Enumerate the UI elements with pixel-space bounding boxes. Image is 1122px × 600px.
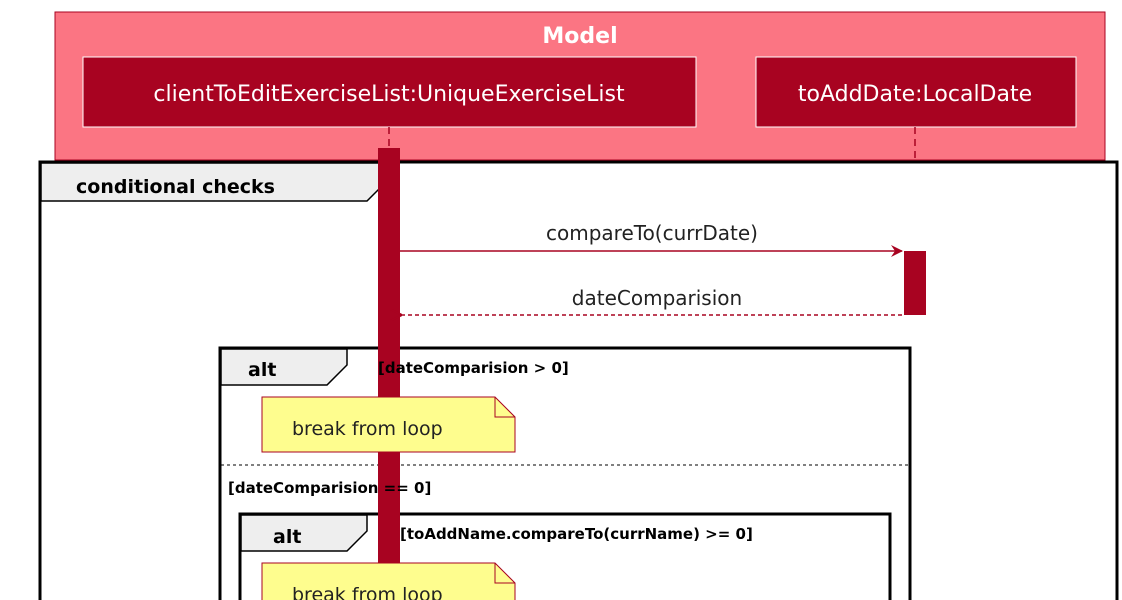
outer-alt-guard: [dateComparision > 0] xyxy=(378,359,569,377)
inner-alt-tab xyxy=(240,514,368,552)
model-box-title: Model xyxy=(542,24,617,49)
participant-local-date-label: toAddDate:LocalDate xyxy=(798,82,1032,107)
note-fold-1 xyxy=(494,397,515,418)
note-break-from-loop-1 xyxy=(261,396,516,453)
outer-alt-else-guard: [dateComparision == 0] xyxy=(228,479,431,497)
group-frame-tab xyxy=(40,162,388,202)
participant-unique-exercise-list-label: clientToEditExerciseList:UniqueExerciseL… xyxy=(153,82,625,107)
inner-alt-guard: [toAddName.compareTo(currName) >= 0] xyxy=(400,525,753,543)
note-break-from-loop-2 xyxy=(261,562,516,600)
message-compare-to-label: compareTo(currDate) xyxy=(546,221,758,245)
participant-local-date xyxy=(755,56,1077,128)
activation-local-date xyxy=(904,251,926,315)
inner-alt-keyword: alt xyxy=(273,526,301,548)
note-break-from-loop-2-text: break from loop xyxy=(292,584,443,600)
participant-unique-exercise-list xyxy=(82,56,697,128)
group-frame-label: conditional checks xyxy=(76,176,275,198)
outer-alt-tab xyxy=(220,348,348,386)
note-fold-2 xyxy=(494,563,515,584)
outer-alt-keyword: alt xyxy=(248,359,276,381)
message-return-label: dateComparision xyxy=(572,286,742,310)
note-break-from-loop-1-text: break from loop xyxy=(292,418,443,440)
activation-unique-exercise-list xyxy=(378,148,400,600)
